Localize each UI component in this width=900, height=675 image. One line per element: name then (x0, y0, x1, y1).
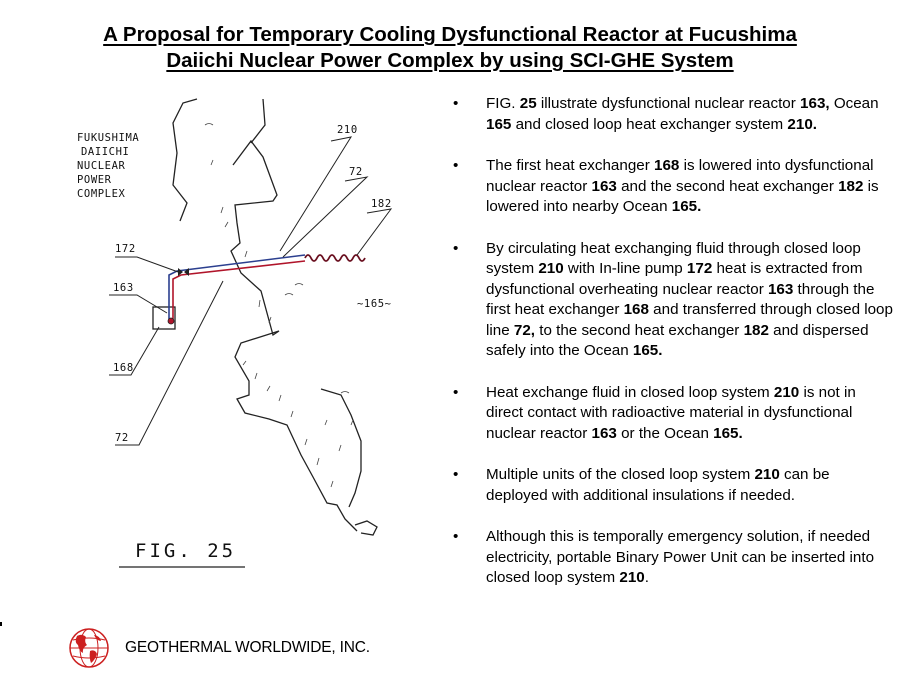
bullet-bold-ref: 165 (486, 115, 512, 133)
bullet-text: through the first heat exchanger (486, 280, 875, 319)
bullet-text: The first heat exchanger (486, 157, 654, 174)
coastline (172, 98, 378, 536)
title-line-1: A Proposal for Temporary Cooling Dysfunc… (103, 23, 797, 46)
bullet-text: By circulating heat exchanging fluid thr… (486, 239, 861, 278)
bullet-bold-ref: 210. (787, 115, 817, 133)
label-165-ocean: ~165~ (357, 298, 392, 310)
bullet-text: and dispersed safely into the Ocean (486, 321, 869, 360)
pump-172-icon (178, 268, 189, 276)
label-72-top: 72 (349, 166, 363, 178)
bullet-bold-ref: 168 (654, 157, 680, 174)
bullet-text: or the Ocean (616, 424, 714, 442)
bullet-bold-ref: 25 (519, 95, 537, 112)
bullet-text: and transferred through closed loop line (486, 301, 893, 339)
bullet-text: and closed loop heat exchanger system (511, 115, 788, 133)
bullet-bold-ref: 210 (773, 383, 800, 401)
bullet-text: Ocean (829, 95, 879, 112)
bullet-bold-ref: 163, (800, 95, 830, 112)
bullet-item: Although this is temporally emergency so… (453, 527, 893, 589)
bullet-text: illustrate dysfunctional nuclear reactor (536, 95, 801, 112)
patent-figure: FUKUSHIMA DAIICHI NUCLEAR POWER COMPLEX (55, 95, 455, 635)
bullet-text: Although this is temporally emergency so… (486, 528, 875, 586)
bullet-item: Heat exchange fluid in closed loop syste… (453, 383, 893, 445)
bullet-bold-ref: 165. (713, 424, 743, 442)
label-172: 172 (115, 243, 136, 255)
bullet-bold-ref: 163 (591, 177, 617, 195)
label-72-bottom: 72 (115, 432, 129, 444)
bullet-item: FIG. 25 illustrate dysfunctional nuclear… (453, 94, 893, 135)
bullet-text: is lowered into nearby Ocean (486, 177, 879, 216)
bullet-bold-ref: 165. (632, 342, 663, 359)
bullet-item: The first heat exchanger 168 is lowered … (453, 156, 893, 218)
bullet-bold-ref: 163 (767, 280, 794, 298)
bullet-bold-ref: 72, (513, 321, 535, 339)
label-210: 210 (337, 124, 358, 136)
slide-title: A Proposal for Temporary Cooling Dysfunc… (0, 22, 900, 74)
bullet-text: with In-line pump (563, 260, 687, 277)
bullet-bold-ref: 165. (671, 198, 702, 215)
reactor-163-box (152, 306, 176, 330)
return-pipe-red (172, 260, 306, 319)
bullet-bold-ref: 163 (591, 424, 617, 442)
coastline-diagram: FUKUSHIMA DAIICHI NUCLEAR POWER COMPLEX (77, 98, 393, 568)
bullet-item: By circulating heat exchanging fluid thr… (453, 239, 893, 362)
bullet-text: is not in direct contact with radioactiv… (486, 383, 856, 442)
supply-pipe-blue (168, 254, 306, 319)
bullet-text: FIG. (486, 95, 520, 112)
closed-loop-pipes (168, 254, 306, 319)
bullet-list: FIG. 25 illustrate dysfunctional nuclear… (453, 94, 893, 610)
bullet-bold-ref: 168 (623, 301, 649, 318)
bullet-text: Multiple units of the closed loop system (486, 466, 755, 483)
globe-logo-icon (69, 628, 109, 668)
bullet-text: can be deployed with additional insulati… (486, 466, 830, 504)
bullet-item: Multiple units of the closed loop system… (453, 465, 893, 506)
title-line-2: Daiichi Nuclear Power Complex by using S… (166, 49, 734, 72)
bullet-text: Heat exchange fluid in closed loop syste… (486, 383, 774, 401)
company-name: GEOTHERMAL WORLDWIDE, INC. (125, 639, 370, 656)
location-line: POWER (77, 174, 112, 186)
bullet-bold-ref: 210 (538, 260, 564, 277)
edge-tick (0, 622, 2, 626)
location-line: FUKUSHIMA (77, 132, 139, 144)
location-line: DAIICHI (81, 146, 129, 158)
label-182: 182 (371, 198, 392, 210)
bullet-text: heat is extracted from dysfunctional ove… (486, 260, 863, 298)
bullet-text: and the second heat exchanger (616, 177, 839, 195)
bullet-text: . (644, 569, 649, 586)
figure-caption: FIG. 25 (135, 540, 236, 562)
bullet-bold-ref: 172 (686, 260, 713, 277)
bullet-bold-ref: 182 (838, 177, 864, 195)
label-168: 168 (113, 362, 134, 374)
location-label: FUKUSHIMA DAIICHI NUCLEAR POWER COMPLEX (77, 132, 146, 200)
location-line: NUCLEAR (77, 160, 126, 172)
heat-exchanger-168 (167, 317, 175, 325)
heat-exchanger-182-coil (304, 254, 366, 262)
bullet-bold-ref: 182 (743, 321, 769, 339)
leader-lines (109, 136, 393, 446)
bullet-text: to the second heat exchanger (535, 321, 744, 339)
bullet-bold-ref: 210 (619, 569, 645, 586)
land-texture (204, 123, 354, 488)
location-line: COMPLEX (77, 188, 126, 200)
footer: GEOTHERMAL WORLDWIDE, INC. (68, 626, 370, 670)
bullet-bold-ref: 210 (754, 466, 780, 483)
bullet-text: is lowered into dysfunctional nuclear re… (486, 157, 874, 195)
label-163: 163 (113, 282, 134, 294)
